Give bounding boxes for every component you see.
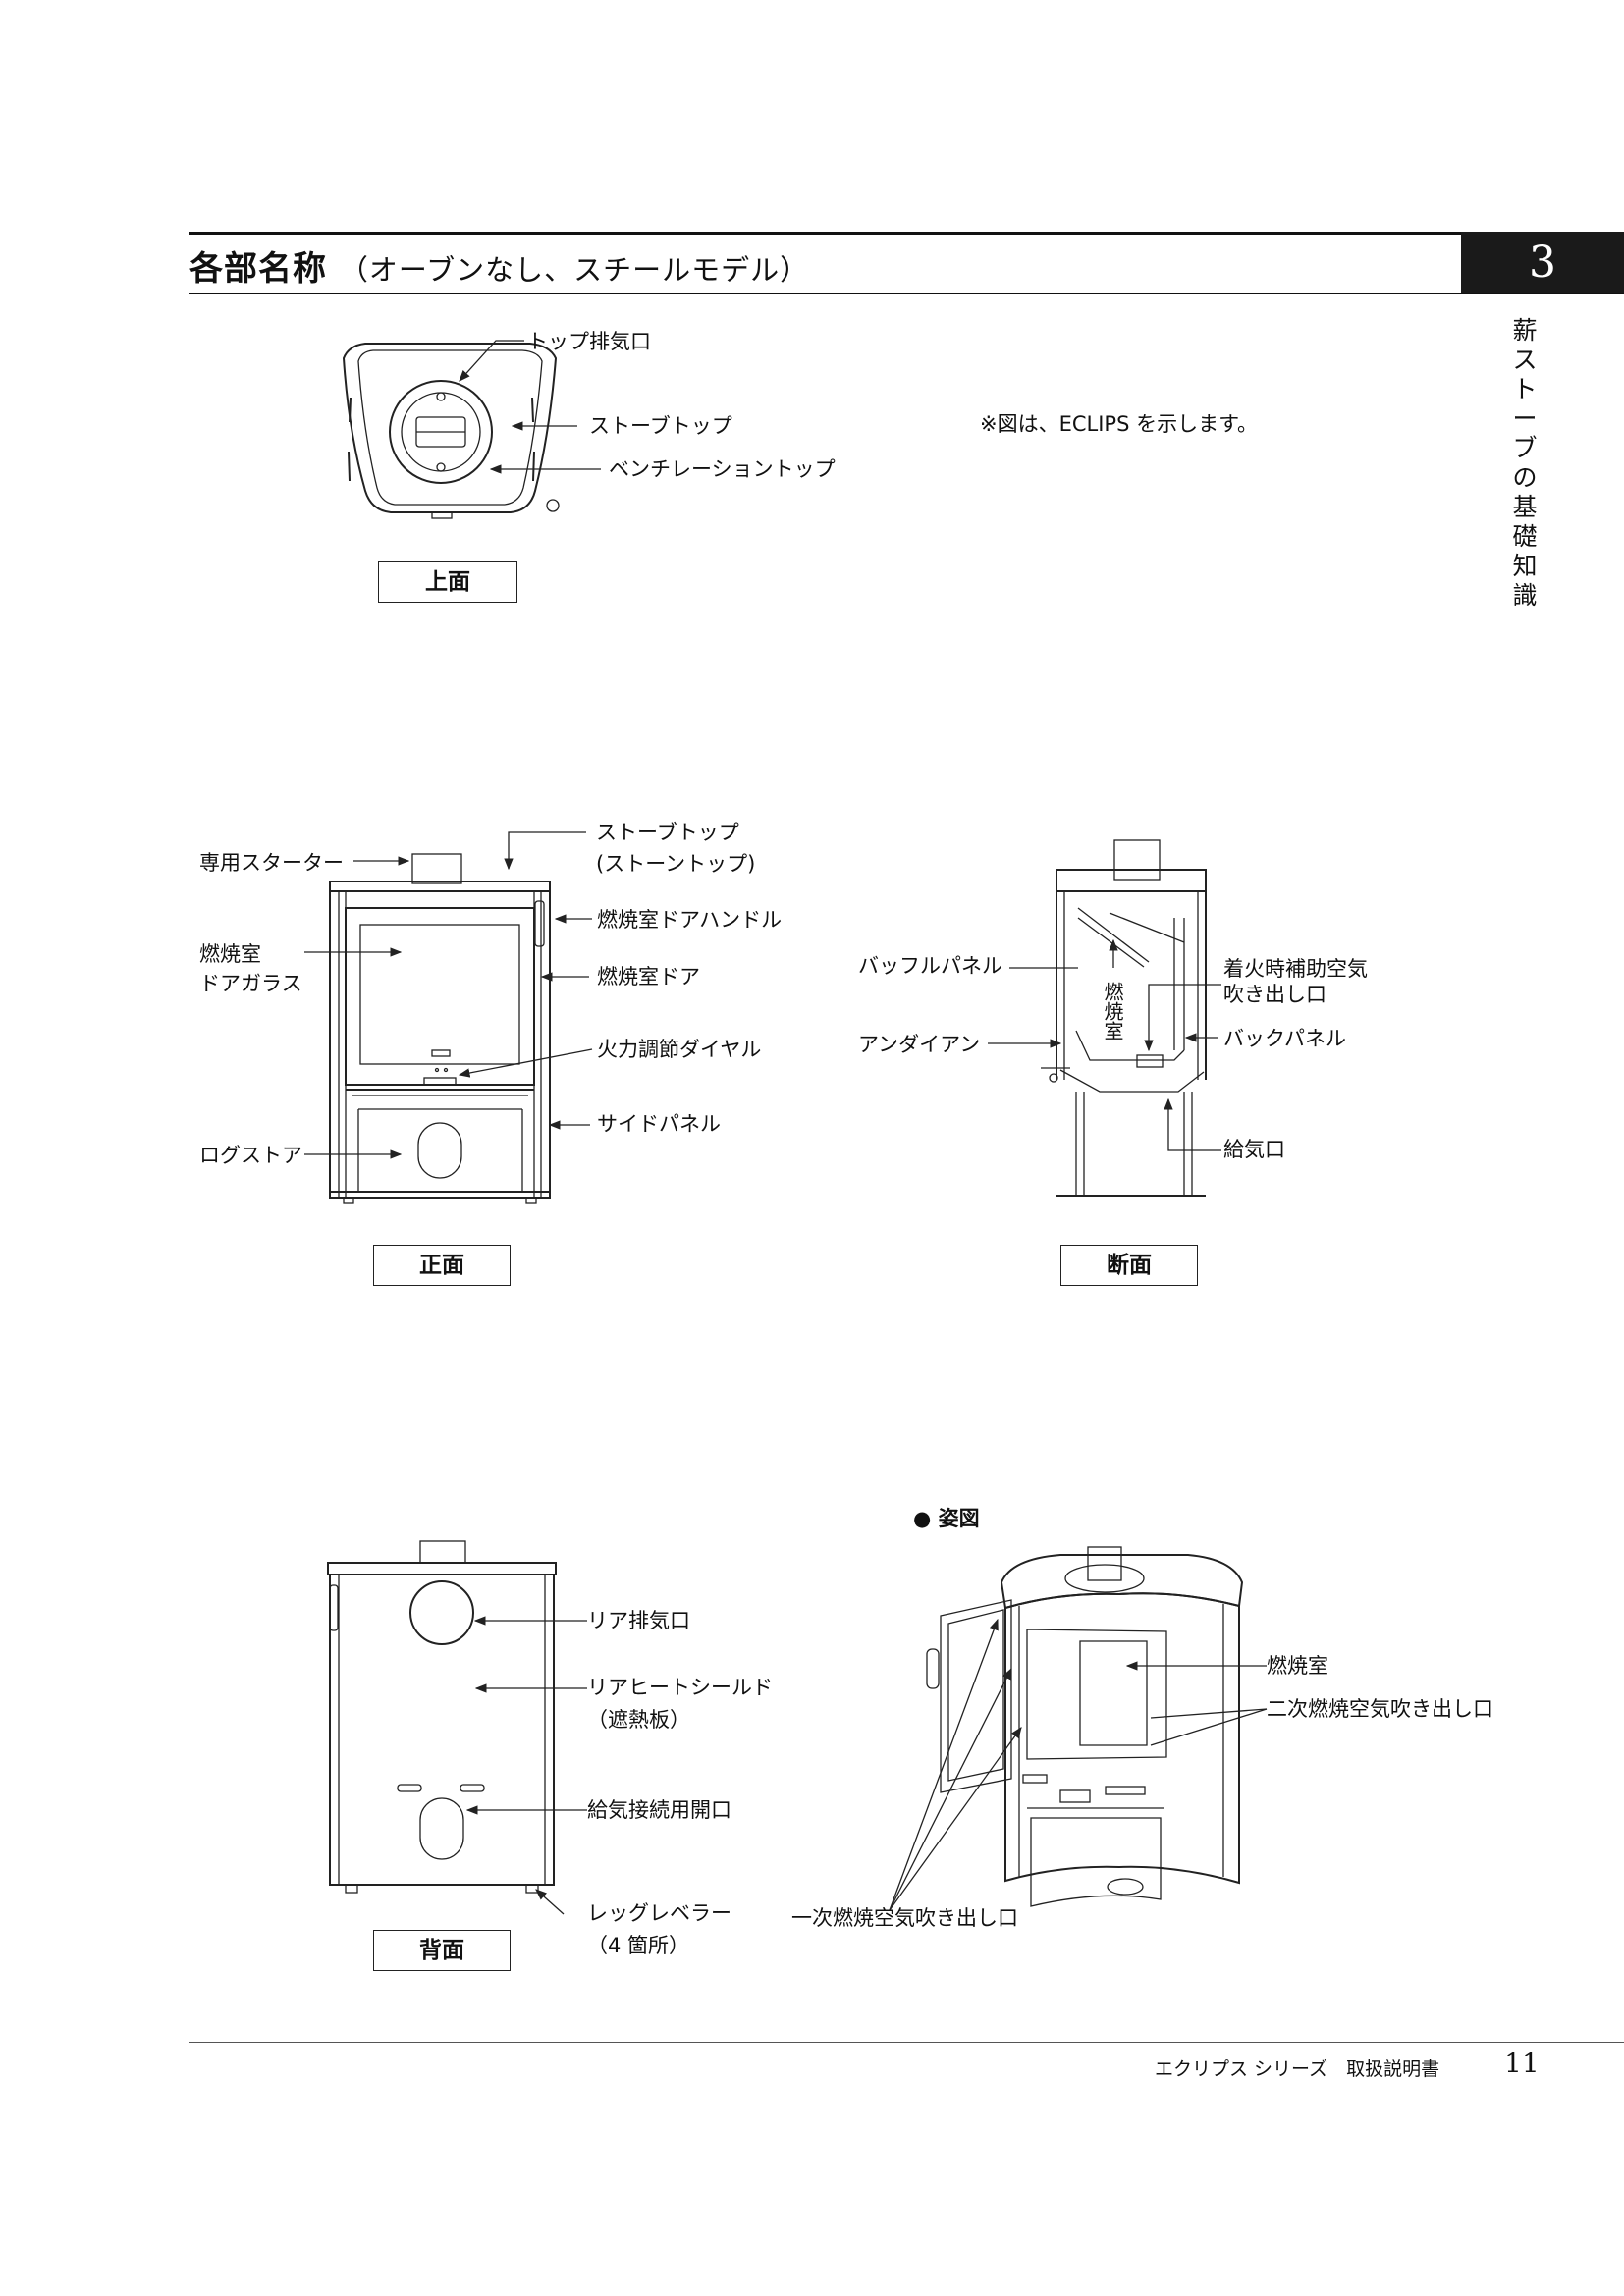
label-leveler-2: （4 箇所） — [587, 1934, 690, 1957]
label-heat-shield-2: （遮熱板） — [587, 1708, 690, 1732]
label-door-handle: 燃焼室ドアハンドル — [597, 908, 783, 932]
label-dial: 火力調節ダイヤル — [597, 1038, 762, 1061]
front-view-drawing — [304, 831, 593, 1204]
label-side-panel: サイドパネル — [597, 1112, 721, 1136]
header-rule — [189, 232, 1624, 235]
label-log-store: ログストア — [199, 1144, 302, 1167]
perspective-drawing — [889, 1546, 1268, 1911]
top-view-drawing — [342, 340, 601, 519]
label-stone-top: (ストーントップ) — [596, 852, 756, 876]
label-stove-top: ストーブトップ — [589, 414, 732, 438]
page-number: 11 — [1504, 2047, 1540, 2079]
caption-top-view: 上面 — [378, 561, 517, 603]
caption-rear-view: 背面 — [373, 1930, 511, 1971]
chapter-number: 3 — [1461, 232, 1624, 294]
footer-title: エクリプス シリーズ 取扱説明書 — [1155, 2058, 1440, 2080]
caption-front-view: 正面 — [373, 1245, 511, 1286]
label-door: 燃焼室ドア — [597, 965, 700, 988]
page-subtitle: （オーブンなし、スチールモデル） — [339, 253, 810, 287]
label-back-panel: バックパネル — [1223, 1027, 1346, 1050]
label-ignition-air-1: 着火時補助空気 — [1223, 957, 1368, 981]
label-starter: 専用スターター — [199, 851, 344, 875]
label-door-glass-2: ドアガラス — [199, 972, 302, 995]
label-rear-flue: リア排気口 — [587, 1609, 690, 1632]
label-door-glass-1: 燃焼室 — [199, 942, 261, 966]
caption-perspective: ● 姿図 — [913, 1507, 980, 1530]
chapter-side-tab: 薪ストーブの基礎知識 — [1512, 316, 1538, 610]
label-chamber-vertical: 燃焼室 — [1101, 982, 1124, 1041]
rear-view-drawing — [327, 1540, 587, 1915]
label-secondary-air: 二次燃焼空気吹き出し口 — [1267, 1697, 1493, 1721]
label-primary-air: 一次燃焼空気吹き出し口 — [791, 1906, 1018, 1930]
header-underline — [189, 293, 1624, 294]
page-title: 各部名称 （オーブンなし、スチールモデル） — [189, 249, 810, 289]
label-stove-top-front: ストーブトップ — [596, 821, 739, 844]
label-air-inlet: 給気口 — [1223, 1138, 1285, 1161]
footer-rule — [189, 2042, 1624, 2043]
figure-note: ※図は、ECLIPS を示します。 — [980, 412, 1258, 436]
label-andiron: アンダイアン — [858, 1033, 981, 1056]
label-heat-shield-1: リアヒートシールド — [587, 1676, 773, 1699]
label-ignition-air-2: 吹き出し口 — [1223, 983, 1326, 1006]
section-view-drawing — [988, 839, 1221, 1197]
caption-section-view: 断面 — [1060, 1245, 1198, 1286]
label-air-connect: 給気接続用開口 — [587, 1798, 731, 1822]
label-vent-top: ベンチレーショントップ — [609, 457, 836, 481]
label-leveler-1: レッグレベラー — [587, 1901, 731, 1925]
label-top-flue: トップ排気口 — [527, 330, 651, 353]
label-baffle: バッフルパネル — [858, 954, 1002, 978]
label-chamber: 燃焼室 — [1267, 1654, 1328, 1678]
